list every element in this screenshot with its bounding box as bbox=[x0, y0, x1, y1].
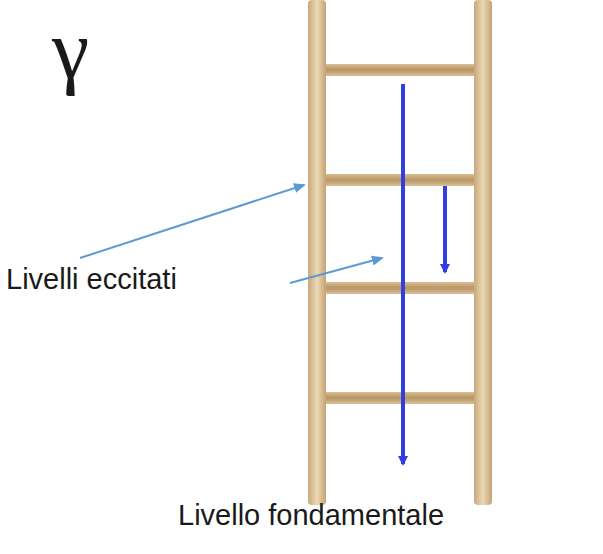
rung bbox=[322, 64, 482, 76]
leader-arrow bbox=[80, 185, 304, 258]
ladder-rail bbox=[308, 0, 326, 505]
level-label: Livelli eccitati bbox=[6, 262, 177, 297]
level-label: Livello fondamentale bbox=[178, 498, 444, 533]
transition-arrow bbox=[443, 186, 447, 272]
leader-arrow bbox=[290, 258, 382, 283]
ladder-rail bbox=[474, 0, 492, 505]
transition-arrow bbox=[401, 84, 405, 464]
gamma-symbol: γ bbox=[52, 8, 89, 92]
